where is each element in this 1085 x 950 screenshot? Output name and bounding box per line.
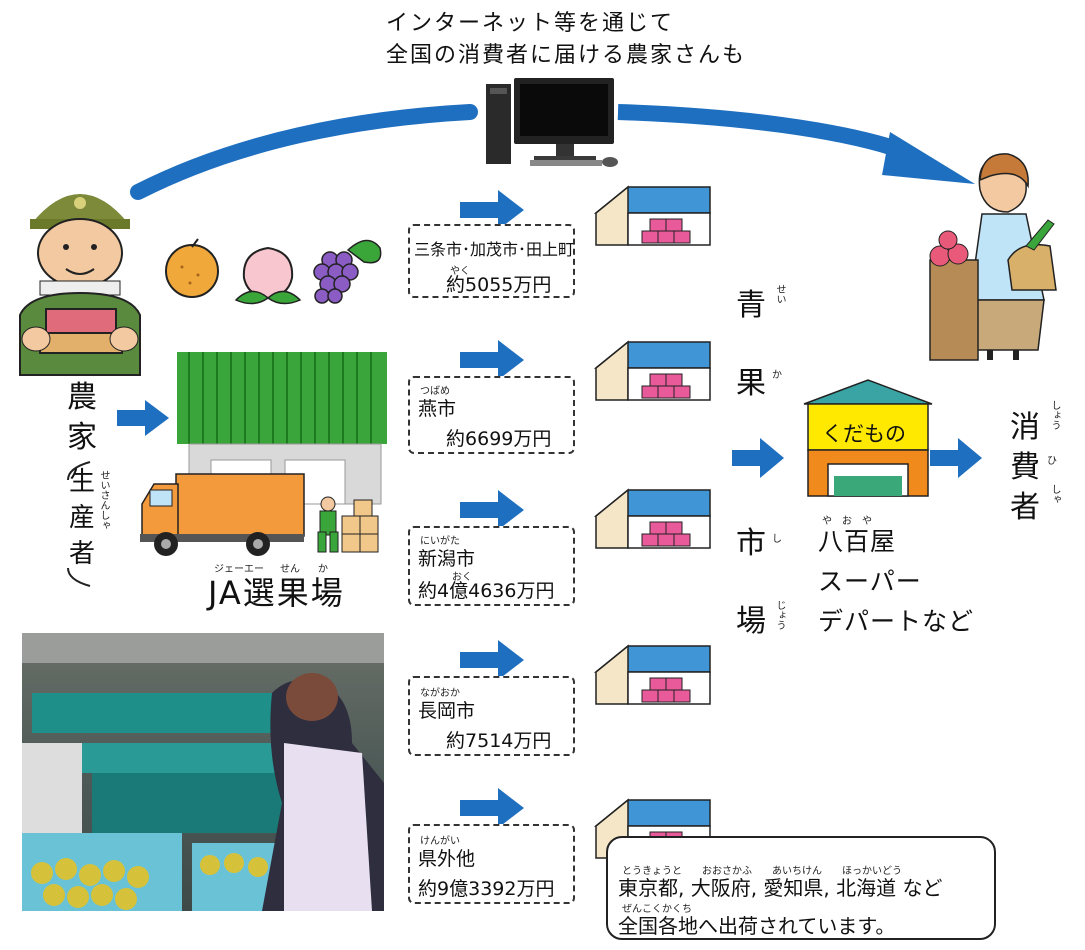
shipping-note-ruby1: とうきょうと おおさかふ あいちけん ほっかいどう [622,866,902,877]
retail-department-store: デパートなど [818,607,975,636]
ja-ruby-ka: か [318,564,328,575]
amount-prefix: 約 [446,274,466,296]
warehouse-icon [593,340,711,401]
shipping-note-line1: 東京都, 大阪府, 愛知県, 北海道 など [618,876,943,900]
market-label-char-3: 市 [736,526,766,561]
farmer-label-char-2: 家 [67,420,97,455]
market-arrow [460,340,524,380]
yaoya-ruby: や お や [822,516,872,527]
farmer-sub-char-2: 産 [68,503,95,533]
amount-value: 9億3392万円 [437,878,555,900]
market-amount: 約9億3392万円 [418,874,554,901]
market-box: 三条市･加茂市･田上町 やく 約5055万円 [408,224,575,298]
warehouse-icon [593,644,711,705]
market-arrow [460,788,524,828]
farmer-sub-label: 生 産 者 [62,464,102,572]
market-name: 三条市･加茂市･田上町 [414,240,575,259]
amount-value: 7514万円 [465,730,552,752]
ja-ruby-sen: せん [280,564,300,575]
sorting-line-photo [22,633,384,911]
farmer-sub-char-3: 者 [68,539,95,569]
market-amount: 約4億4636万円 [418,576,554,603]
market-label-ruby-3: し [772,534,782,545]
consumer-char-3: 者 [1010,490,1040,525]
internet-note-line1: インターネット等を通じて [386,11,675,36]
consumer-ruby-2: ひ [1047,456,1057,467]
farmer-sub-char-1: 生 [68,467,95,497]
market-box: つばめ 燕市 約6699万円 [408,376,575,454]
market-ruby: にいがた [420,536,460,547]
shipping-note-ruby2: ぜんこくかくち [622,904,692,915]
consumer-char-1: 消 [1010,410,1040,445]
market-label-char-4: 場 [736,604,766,639]
shop-sign: くだもの [822,422,906,446]
market-label-char-1: 青 [736,288,766,323]
retail-yaoya: 八百屋 [818,527,897,556]
market-arrow [460,190,524,230]
amount-prefix: 約 [418,580,438,602]
market-amount-ruby: やく [450,266,470,277]
ja-label: JA選果場 [208,574,345,612]
farmer-sub-ruby: せいさんしゃ [98,470,109,530]
shop-to-consumer-arrow [930,438,982,478]
market-amount: 約6699万円 [446,424,551,451]
farmer-label-char-1: 農 [67,380,97,415]
retail-supermarket: スーパー [818,567,922,596]
market-box: ながおか 長岡市 約7514万円 [408,676,575,756]
market-label-char-2: 果 [736,366,766,401]
market-amount-ruby: おく [452,572,472,583]
market-to-shop-arrow [732,438,784,478]
market-label-ruby-2: か [772,370,782,381]
grapes-icon [313,239,382,304]
peach-icon [234,246,302,305]
market-label-ruby-4: じょう [774,600,785,630]
market-amount: 約7514万円 [446,726,551,753]
shipping-note: とうきょうと おおさかふ あいちけん ほっかいどう 東京都, 大阪府, 愛知県,… [606,836,996,940]
internet-note: インターネット等を通じて 全国の消費者に届ける農家さんも [386,8,746,72]
fruit-shop-icon [803,379,933,497]
market-label-ruby-1: せい [774,284,785,304]
market-name: 長岡市 [418,700,476,722]
farmer-sub-paren [67,461,91,587]
warehouse-icon [593,488,711,549]
amount-value: 4億4636万円 [437,580,555,602]
amount-prefix: 約 [446,730,466,752]
market-ruby: けんがい [420,836,460,847]
worker-icon [317,496,379,553]
market-ruby: つばめ [420,386,450,397]
farmer-illustration [19,194,141,376]
farmer-to-ja-arrow [117,400,169,436]
computer-icon [486,78,618,167]
consumer-ruby-1: しょう [1049,400,1060,430]
market-name: 県外他 [418,848,476,870]
persimmon-icon [165,238,219,298]
market-amount: 約5055万円 [446,270,551,297]
shipping-note-line2: 全国各地へ出荷されています。 [618,914,896,938]
market-name: 燕市 [418,398,457,420]
consumer-char-2: 費 [1010,450,1040,485]
market-box: けんがい 県外他 約9億3392万円 [408,824,575,904]
amount-value: 6699万円 [465,428,552,450]
consumer-ruby-3: しゃ [1049,484,1060,504]
amount-value: 5055万円 [465,274,552,296]
truck-icon [140,473,305,556]
warehouse-icon [593,185,711,246]
market-box: にいがた 新潟市 おく 約4億4636万円 [408,526,575,606]
market-arrow [460,640,524,680]
internet-note-line2: 全国の消費者に届ける農家さんも [386,43,747,68]
market-ruby: ながおか [420,688,460,699]
amount-prefix: 約 [446,428,466,450]
consumer-illustration [929,153,1057,361]
farmer-label: 農 家 [62,378,102,458]
market-name: 新潟市 [418,548,476,570]
market-arrow [460,490,524,530]
ja-ruby-ja: ジェーエー [214,564,264,575]
amount-prefix: 約 [418,878,438,900]
